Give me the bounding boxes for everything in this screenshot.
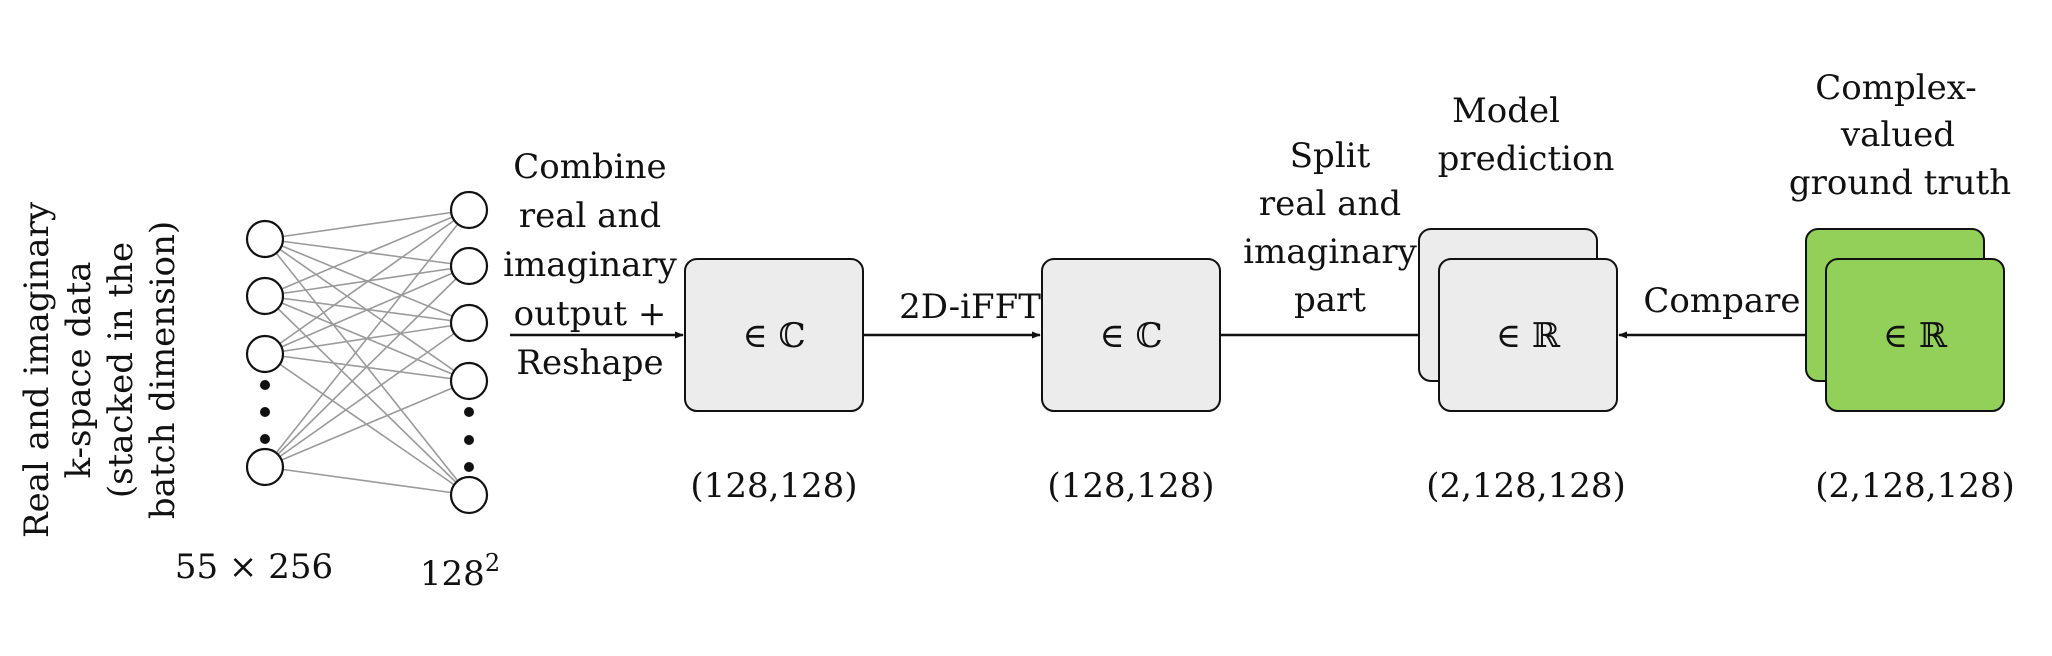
input-node xyxy=(245,334,285,374)
output-node xyxy=(449,475,489,515)
output-ellipsis-dot xyxy=(464,462,474,472)
complex-box-2-shape: (128,128) xyxy=(1047,466,1214,506)
ground-truth-title-line-1: Complex- xyxy=(1815,68,1977,108)
input-node xyxy=(245,219,285,259)
ground-truth-shape: (2,128,128) xyxy=(1815,466,2015,506)
compare-label: Compare xyxy=(1643,281,1800,321)
input-node xyxy=(245,276,285,316)
input-ellipsis-dot xyxy=(260,380,270,390)
svg-text:imaginary: imaginary xyxy=(503,245,677,285)
combine-label: Combine real and imaginary output + Resh… xyxy=(503,147,677,383)
complex-box-2-symbol: ∈ ℂ xyxy=(1099,316,1162,356)
prediction-box-front xyxy=(1438,258,1618,412)
ifft-label: 2D-iFFT xyxy=(899,287,1041,327)
input-label-line-3: (stacked in the xyxy=(101,242,141,498)
input-node xyxy=(245,447,285,487)
output-node xyxy=(449,303,489,343)
nn-connection xyxy=(264,265,470,468)
complex-box-1-shape: (128,128) xyxy=(690,466,857,506)
nn-connection xyxy=(264,265,470,297)
ground-truth-box-front xyxy=(1825,258,2005,412)
nn-connection xyxy=(264,466,470,496)
svg-text:imaginary: imaginary xyxy=(1243,232,1417,272)
svg-text:real and: real and xyxy=(519,196,661,236)
ground-truth-title-line-3: ground truth xyxy=(1789,163,2011,203)
input-size-label: 55 × 256 xyxy=(175,547,333,587)
prediction-shape: (2,128,128) xyxy=(1426,466,1626,506)
input-ellipsis-dot xyxy=(260,407,270,417)
input-label: Real and imaginary k-space data (stacked… xyxy=(17,201,183,538)
output-size-label: 1282 xyxy=(420,549,500,594)
output-ellipsis-dot xyxy=(464,435,474,445)
nn-connection xyxy=(264,380,470,468)
output-node xyxy=(449,246,489,286)
ground-truth-title-line-2: valued xyxy=(1840,115,1955,155)
svg-text:output +: output + xyxy=(514,294,667,334)
svg-text:Reshape: Reshape xyxy=(516,343,663,383)
input-ellipsis-dot xyxy=(260,434,270,444)
nn-connection xyxy=(264,209,470,468)
prediction-symbol: ∈ ℝ xyxy=(1496,316,1561,356)
svg-text:part: part xyxy=(1294,280,1366,320)
input-label-line-1: Real and imaginary xyxy=(17,201,57,538)
nn-connection xyxy=(264,209,470,297)
svg-text:real and: real and xyxy=(1259,184,1401,224)
nn-connection xyxy=(264,322,470,468)
split-label: Split real and imaginary part xyxy=(1243,136,1417,320)
nn-connection xyxy=(264,209,470,355)
input-label-line-2: k-space data xyxy=(59,262,99,479)
input-label-line-4: batch dimension) xyxy=(143,221,183,519)
nn-connection xyxy=(264,209,470,240)
output-node xyxy=(449,361,489,401)
ground-truth-symbol: ∈ ℝ xyxy=(1883,316,1948,356)
svg-text:Split: Split xyxy=(1290,136,1371,176)
prediction-title-line-1: Model xyxy=(1452,91,1560,131)
svg-text:Combine: Combine xyxy=(513,147,666,187)
prediction-title-line-2: prediction xyxy=(1438,139,1615,179)
nn-connection xyxy=(264,265,470,355)
output-node xyxy=(449,190,489,230)
neural-network xyxy=(245,190,489,515)
complex-box-1-symbol: ∈ ℂ xyxy=(742,316,805,356)
output-ellipsis-dot xyxy=(464,407,474,417)
